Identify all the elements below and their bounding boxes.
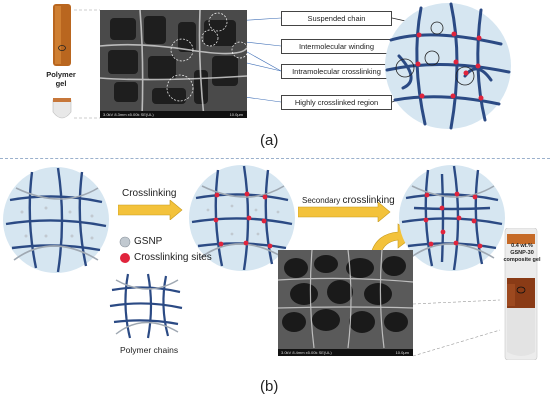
- polymer-network-crosslinked: [188, 164, 296, 272]
- composite-gel-caption: 0.4 wt.% GSNP-30 composite gel: [496, 243, 548, 264]
- sem-scale-b: 10.0μm: [395, 350, 409, 355]
- polymer-gel-label: Polymer gel: [46, 70, 76, 88]
- secondary-crosslinking-label: Secondary crosslinking: [302, 190, 395, 208]
- polymer-chains-illustration: [108, 272, 184, 340]
- composite-caption-line1: 0.4 wt.%: [511, 243, 533, 249]
- sem-caption-a: 3.0kV 8.3mm x5.00k SE(UL): [100, 111, 247, 118]
- polymer-network-diagram-a: [381, 0, 515, 132]
- composite-caption-line3: composite gel: [503, 257, 541, 263]
- crosslink-legend-marker: [120, 253, 130, 263]
- polymer-network-secondary-crosslinked: [398, 164, 506, 272]
- composite-gel-vial: [499, 227, 543, 361]
- secondary-crosslinking-arrow: [298, 202, 391, 222]
- sem-image-composite-gel: 3.0kV 8.4mm x5.00k SE(UL) 10.0μm: [278, 250, 413, 356]
- panel-divider: [0, 158, 550, 159]
- gsnp-legend-marker: [119, 236, 131, 248]
- callout-highly-crosslinked-region: Highly crosslinked region: [281, 95, 392, 110]
- crosslinking-label: Crosslinking: [122, 188, 177, 199]
- polymer-chains-label: Polymer chains: [120, 345, 179, 355]
- legend-gsnp-label: GSNP: [134, 236, 163, 247]
- panel-b-label: (b): [260, 378, 279, 395]
- crosslinking-arrow: [118, 200, 183, 220]
- sem-image-polymer-gel: 3.0kV 8.3mm x5.00k SE(UL) 10.0μm: [100, 10, 247, 118]
- panel-a-label: (a): [260, 132, 279, 149]
- polymer-gel-vial: [50, 4, 74, 124]
- sem-caption-b: 3.0kV 8.4mm x5.00k SE(UL): [278, 349, 413, 356]
- composite-caption-line2: GSNP-30: [510, 250, 534, 256]
- secondary-crosslinking-prefix: Secondary: [302, 196, 343, 205]
- callout-intramolecular-crosslinking: Intramolecular crosslinking: [281, 64, 392, 79]
- sem-scale-a: 10.0μm: [229, 112, 243, 117]
- callout-suspended-chain: Suspended chain: [281, 11, 392, 26]
- polymer-network-initial: [2, 166, 110, 274]
- secondary-crosslinking-main: crosslinking: [342, 195, 395, 206]
- legend-crosslink-label: Crosslinking sites: [134, 252, 212, 263]
- legend-markers: [119, 236, 131, 263]
